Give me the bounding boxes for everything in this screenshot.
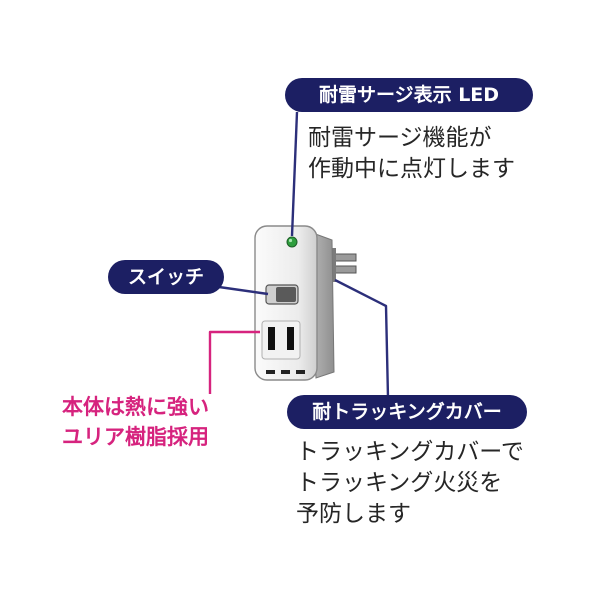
bottom-slots [266, 370, 305, 374]
cover-description-line: トラッキングカバーで [296, 439, 524, 465]
outlet-socket-icon [261, 320, 301, 360]
cover-label: 耐トラッキングカバー [287, 395, 527, 429]
led-description: 耐雷サージ機能が 作動中に点灯します [308, 123, 515, 185]
leader-line-switch [211, 284, 269, 296]
cover-description-line: 予防します [296, 501, 411, 527]
toggle-switch-icon [265, 284, 299, 305]
leader-line-material [208, 330, 260, 394]
cover-description: トラッキングカバーで トラッキング火災を 予防します [296, 437, 524, 530]
leader-line-led [290, 111, 299, 237]
material-label: 本体は熱に強い ユリア樹脂採用 [62, 392, 209, 452]
led-description-line: 作動中に点灯します [308, 156, 515, 182]
leader-line-cover [334, 278, 390, 399]
led-label: 耐雷サージ表示 LED [285, 78, 533, 112]
led-description-line: 耐雷サージ機能が [308, 125, 492, 151]
material-line: 本体は熱に強い [62, 395, 209, 419]
material-line: ユリア樹脂採用 [62, 425, 209, 449]
cover-description-line: トラッキング火災を [296, 470, 503, 496]
switch-label: スイッチ [108, 260, 224, 294]
indicator-led-icon [286, 236, 298, 248]
